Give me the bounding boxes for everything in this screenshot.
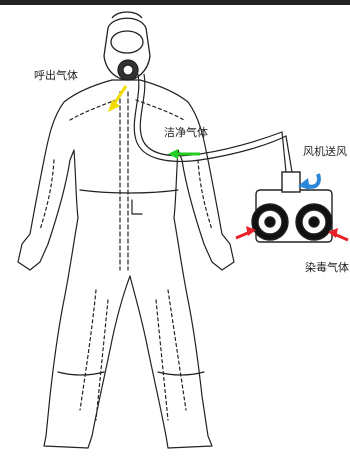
blue-curved-arrow-icon	[298, 174, 319, 190]
yellow-arrow-icon	[108, 86, 126, 112]
boot-top-left	[58, 372, 104, 375]
leg-fold-right-2	[168, 290, 186, 410]
leg-fold-right	[156, 300, 168, 420]
leg-fold-left-2	[96, 300, 108, 420]
contaminated-gas-label: 染毒气体	[305, 262, 349, 274]
blower-supply-label: 风机送风	[303, 146, 347, 158]
breathing-hose	[134, 74, 292, 172]
pocket	[132, 200, 142, 214]
top-band	[0, 0, 350, 5]
green-arrow-icon	[168, 149, 200, 159]
face-mask	[104, 12, 150, 80]
exhaled-gas-label: 呼出气体	[34, 70, 78, 82]
clean-gas-label: 洁净气体	[164, 127, 208, 139]
leg-fold-left	[80, 290, 96, 410]
waist-band	[80, 190, 178, 193]
